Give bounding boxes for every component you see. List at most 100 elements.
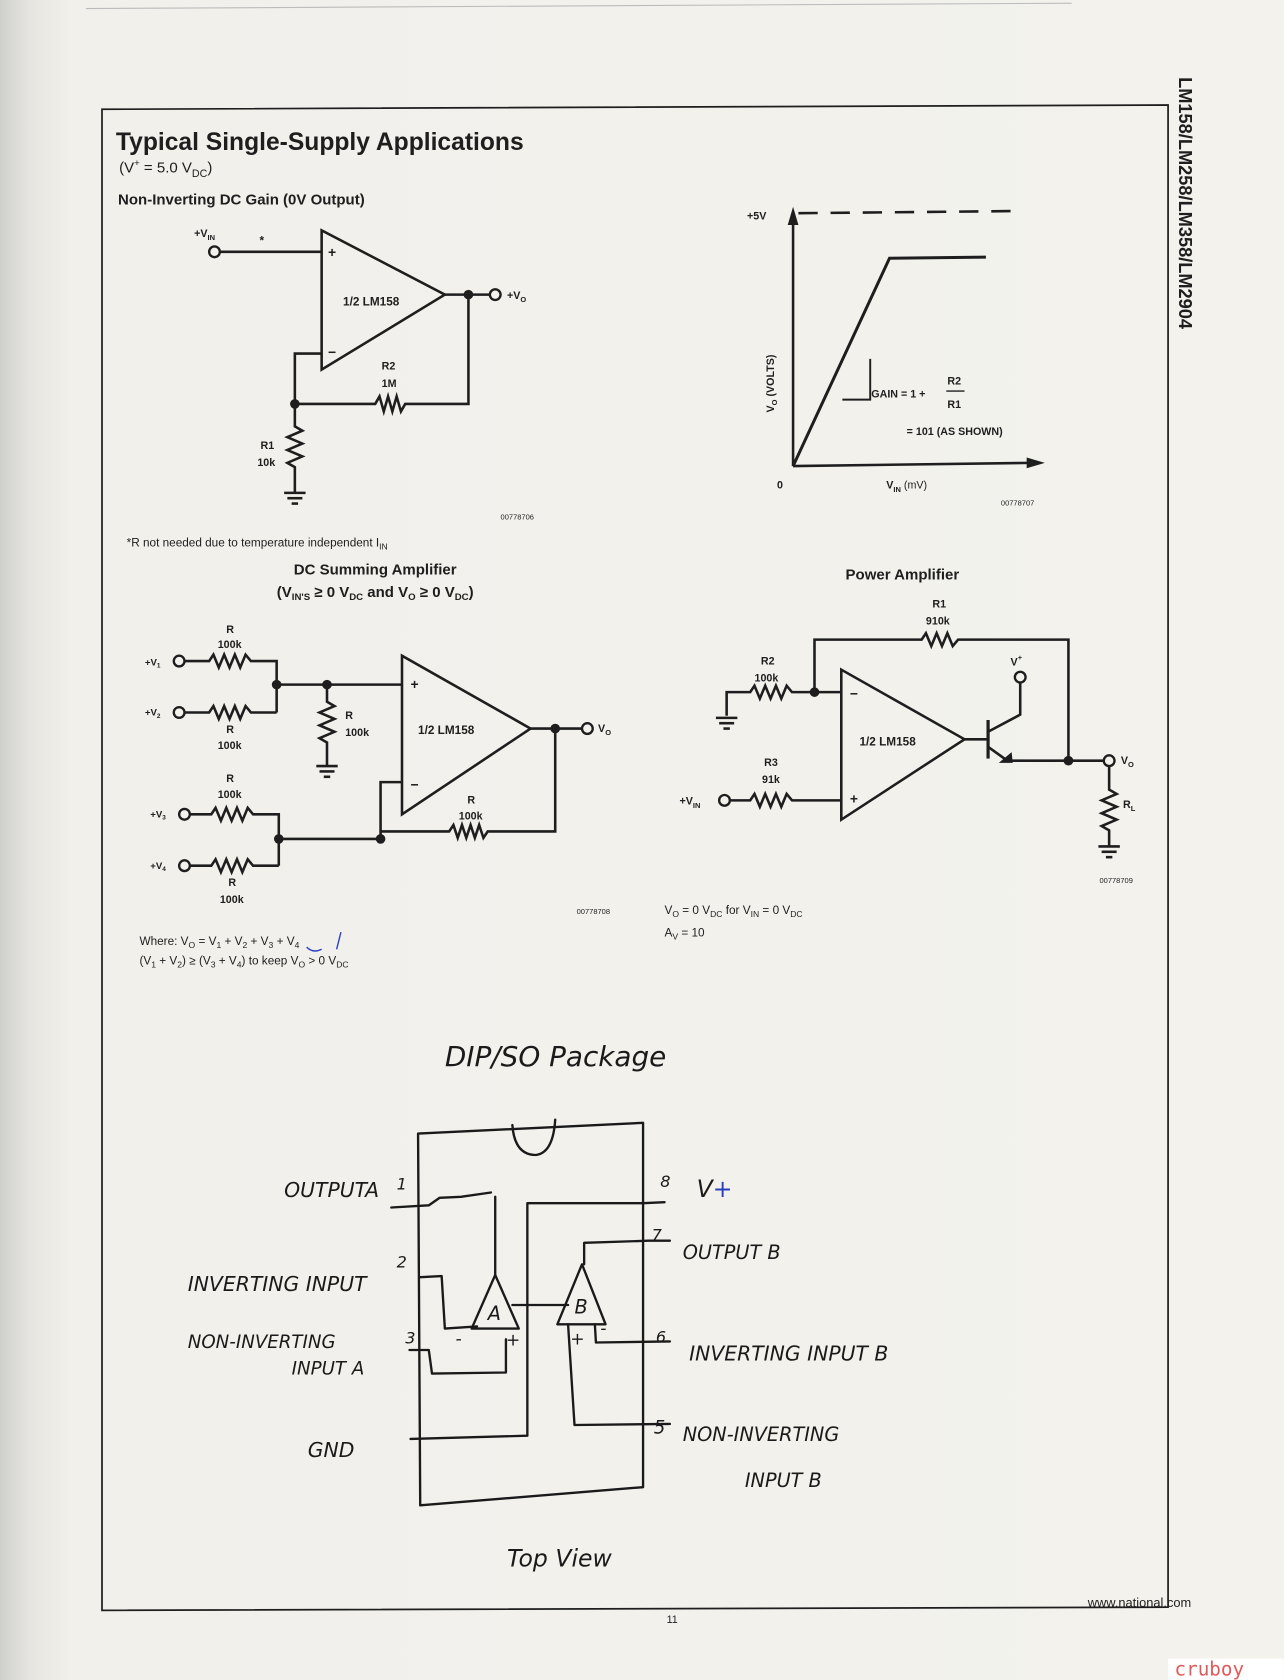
label-text: O	[408, 592, 416, 603]
label-text: = V	[195, 935, 216, 948]
label-text: 3	[162, 815, 166, 822]
summing-title: DC Summing Amplifier	[294, 561, 457, 578]
label-text: 4	[237, 960, 242, 970]
label-text: ) to keep V	[242, 954, 299, 967]
where-equation: Where: VO = V1 + V2 + V3 + V4	[140, 935, 300, 950]
label-text: A	[486, 1302, 501, 1325]
input-v2-label: +V2	[145, 708, 161, 720]
label-text: INPUT B	[745, 1469, 822, 1492]
label-text: NON-INVERTING	[683, 1423, 840, 1446]
label-text: 100k	[218, 789, 242, 801]
label-text: 4	[295, 940, 300, 950]
r2-resistor	[725, 682, 842, 716]
label-text: 6	[656, 1328, 666, 1347]
figure-id: 00778708	[577, 907, 610, 916]
wire	[987, 745, 1069, 762]
plus-sign: +	[328, 244, 336, 260]
label-text: 100k	[755, 672, 779, 684]
label-text: + V	[156, 954, 177, 967]
label-text: + V	[216, 954, 237, 967]
wire	[390, 1191, 493, 1209]
keep-condition: (V1 + V2) ≥ (V3 + V4) to keep VO > 0 VDC	[140, 954, 349, 969]
watermark-bg	[1168, 1658, 1284, 1680]
label-text: R	[467, 795, 475, 807]
top-edge-line	[85, 2, 1072, 10]
wire	[593, 1323, 672, 1344]
label-text: V	[765, 405, 777, 413]
label-text: DC	[349, 592, 363, 603]
wire	[408, 1338, 508, 1375]
terminal-icon	[580, 722, 594, 736]
wire	[793, 461, 1031, 468]
label-text: +	[850, 791, 858, 807]
label-text: VO	[598, 723, 611, 737]
label-text: +	[134, 158, 140, 169]
junction-dot	[809, 687, 820, 697]
amp-a-symbol	[470, 1273, 520, 1330]
label-text: R3	[764, 757, 778, 769]
label-text: INVERTING INPUT	[188, 1272, 368, 1296]
label-text: (V	[119, 160, 134, 177]
label-text: INPUT A	[292, 1359, 365, 1380]
r2-resistor	[294, 294, 470, 417]
input-v1-label: +V1	[145, 657, 161, 669]
figure-id: 00778707	[1001, 499, 1034, 508]
chip-notch	[511, 1118, 557, 1157]
amp-b-symbol	[556, 1263, 607, 1326]
label-text: +V	[680, 796, 694, 808]
figure-id: 00778709	[1100, 876, 1133, 885]
label-text: (VOLTS)	[765, 354, 777, 399]
label-text: R1	[932, 599, 946, 611]
label-text: NON-INVERTING	[188, 1332, 336, 1353]
label-text: 100k	[459, 811, 483, 823]
wire	[419, 1274, 479, 1330]
wire	[566, 1323, 672, 1427]
terminal-icon	[172, 705, 186, 720]
label-text: A	[665, 926, 673, 939]
label-text: RL	[1123, 799, 1136, 813]
label-text: DC	[455, 592, 469, 603]
label-text: 100k	[345, 727, 369, 739]
website-link: www.national.com	[1087, 1595, 1192, 1610]
label-text: 100k	[218, 740, 242, 752]
label-text: V	[886, 480, 894, 492]
label-text: O	[605, 728, 611, 737]
label-text: -	[456, 1330, 462, 1350]
r3-resistor	[729, 790, 842, 811]
label-text: ≥ 0 V	[310, 584, 349, 601]
label-text: +V	[507, 290, 521, 302]
label-text: 100k	[220, 894, 244, 906]
label-text: V+	[697, 1175, 733, 1203]
junction-dot	[322, 679, 332, 690]
label-text: 3	[405, 1329, 415, 1348]
label-text: R	[226, 724, 234, 736]
r1-value: 10k	[257, 457, 275, 469]
label-text: −	[411, 777, 419, 793]
label-text: 2	[243, 940, 248, 950]
label-text: 4	[162, 866, 166, 873]
label-text: O	[189, 940, 196, 950]
terminal-icon	[1013, 670, 1027, 684]
wire	[987, 682, 1022, 733]
gain-value: = 101 (AS SHOWN)	[907, 426, 1003, 438]
label-text: > 0 V	[305, 954, 336, 967]
label-text: B	[575, 1296, 588, 1319]
r-feedback-resistor	[380, 728, 557, 842]
label-text: +V	[145, 708, 158, 719]
label-text: IN'S	[292, 592, 311, 603]
label-text: 3	[269, 940, 274, 950]
label-text: 1	[151, 960, 156, 970]
label-text: GND	[308, 1438, 355, 1462]
power-note-1: VO = 0 VDC for VIN = 0 VDC	[665, 904, 803, 919]
label-text: DC	[710, 909, 722, 919]
label-text: +	[506, 1331, 520, 1351]
label-text: Where: V	[140, 935, 189, 948]
label-text: 7	[652, 1226, 663, 1245]
gain-formula: GAIN = 1 +	[871, 389, 925, 401]
terminal-icon	[172, 654, 186, 668]
label-text: IN	[693, 801, 701, 810]
label-text: R	[228, 877, 236, 889]
label-text: V	[1011, 656, 1019, 668]
label-text: O	[672, 909, 679, 919]
